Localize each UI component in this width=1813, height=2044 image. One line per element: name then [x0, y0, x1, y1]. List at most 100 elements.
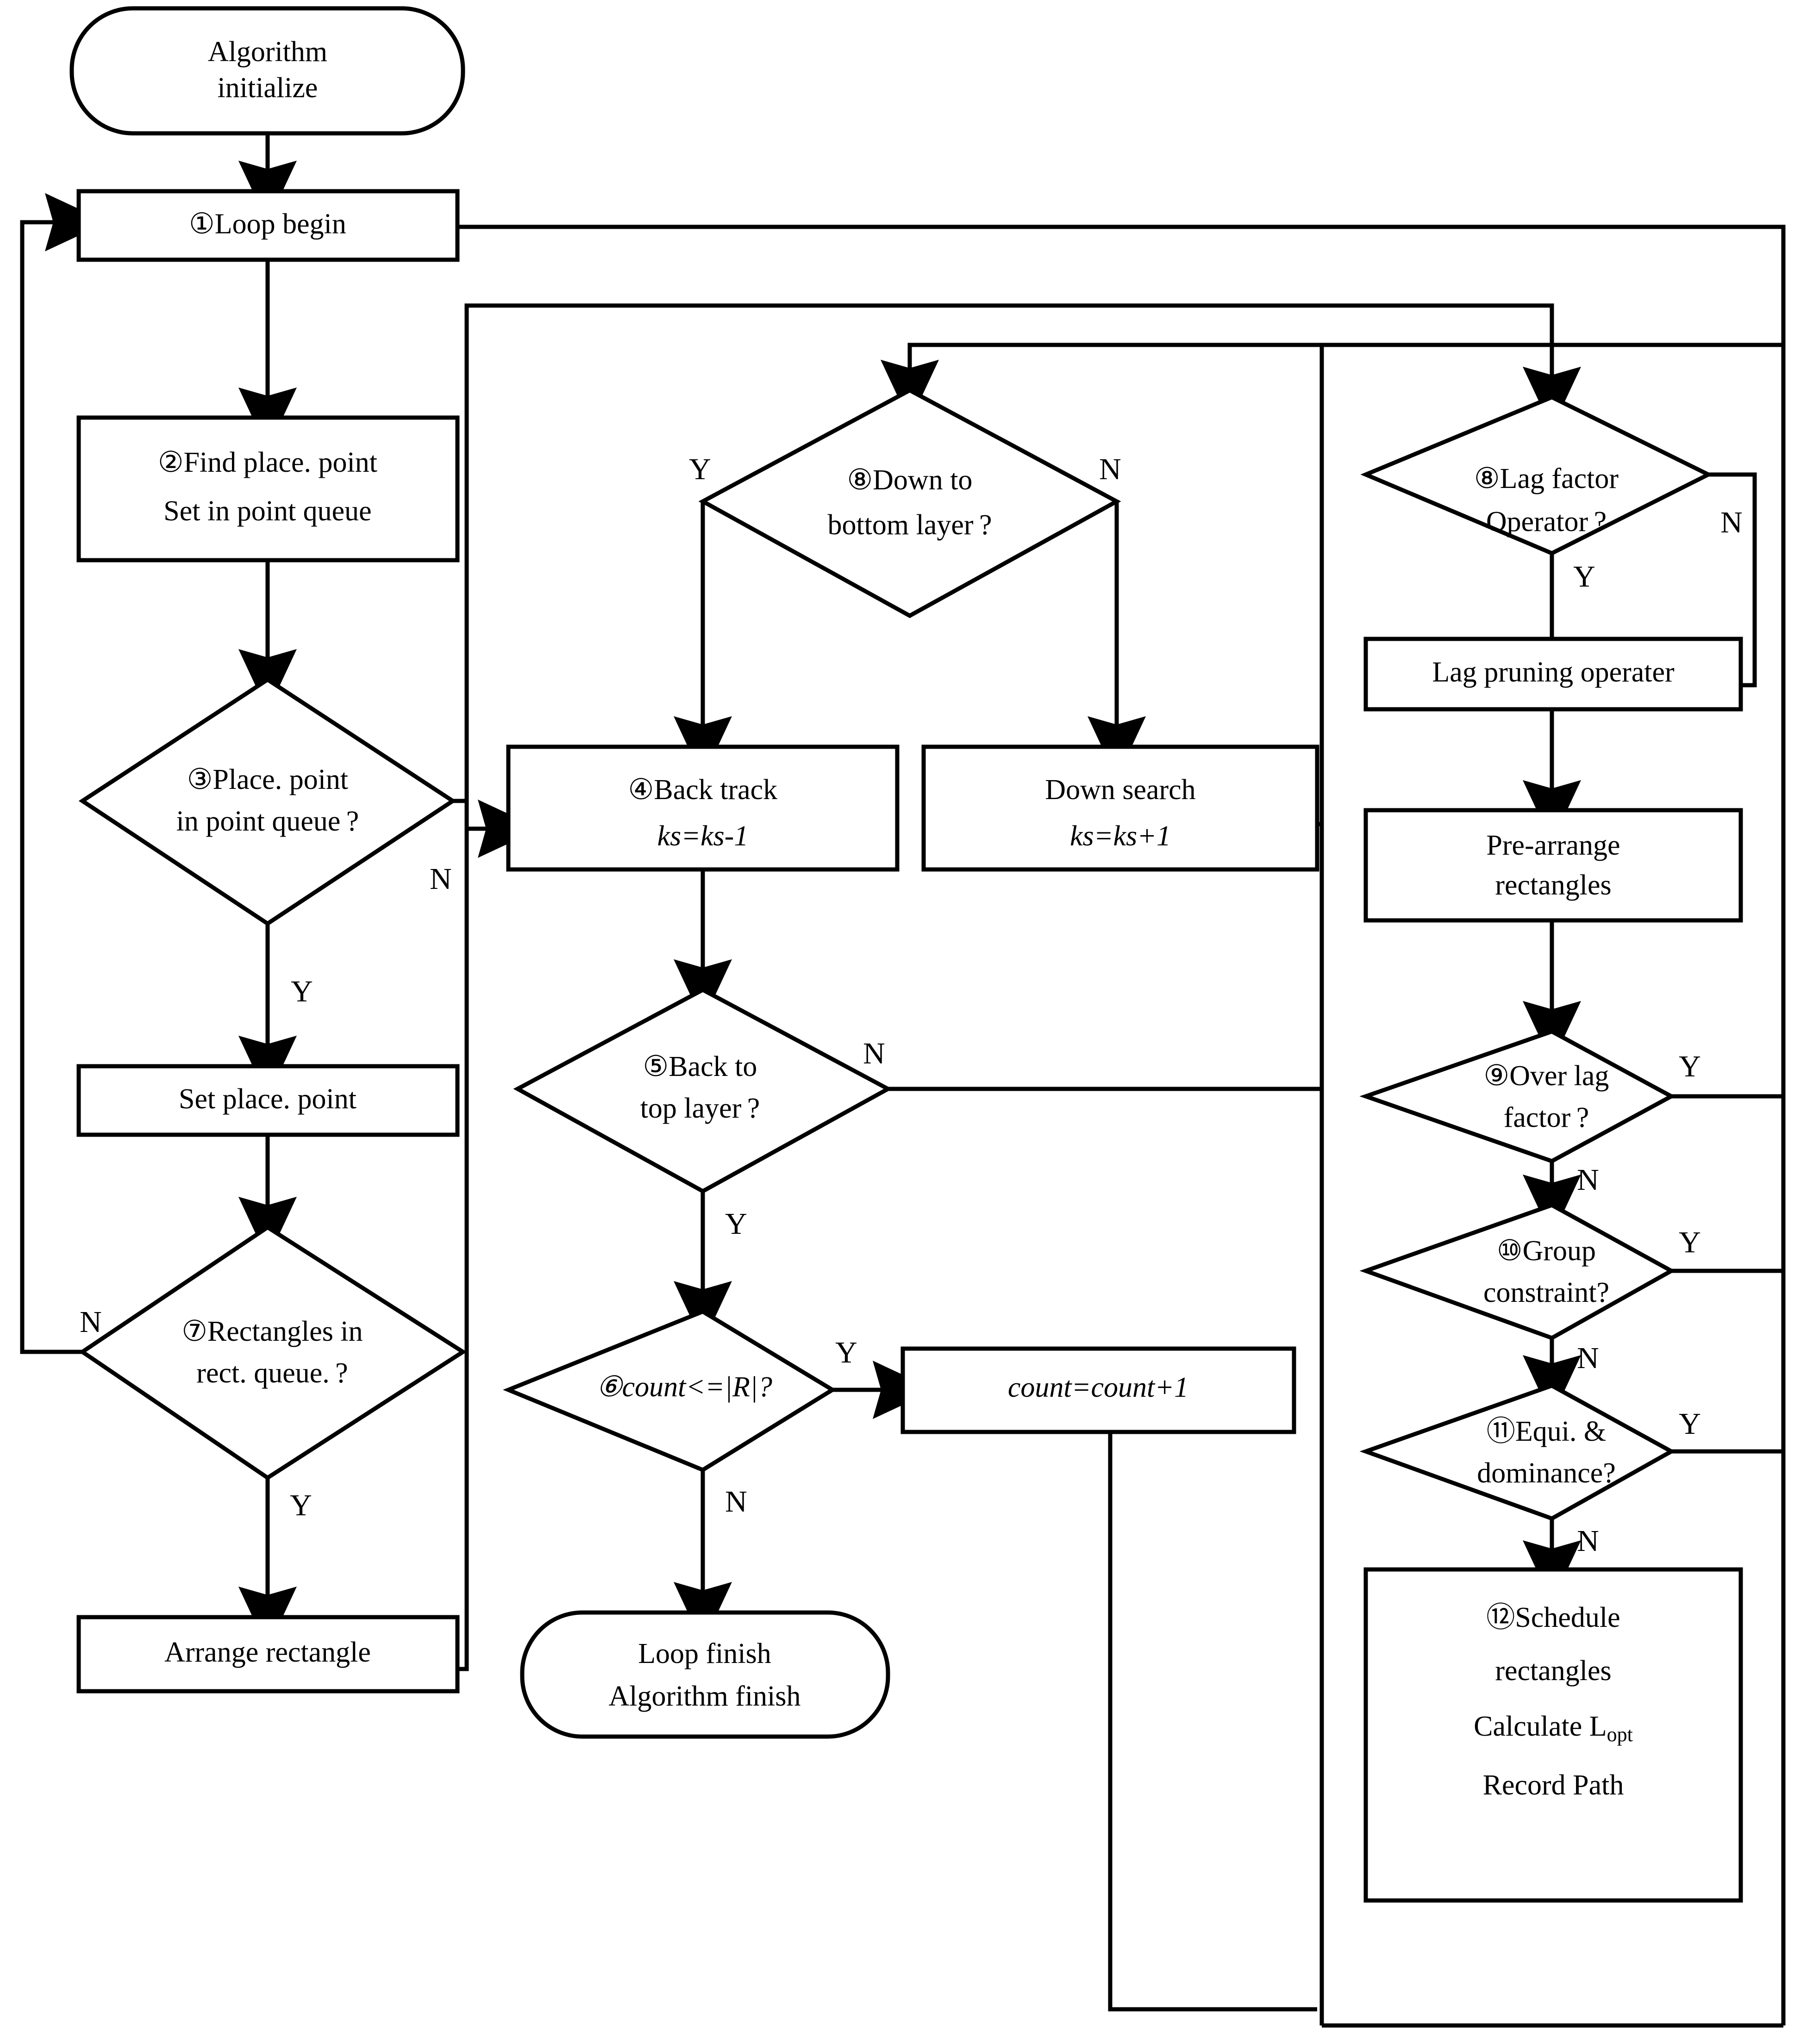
node-label-line-0: ③Place. point: [187, 764, 348, 795]
node-label-line-1: ks=ks+1: [1070, 820, 1171, 852]
edge-label-yes: Y: [689, 452, 711, 486]
node-label-line-1: rectangles: [1495, 1655, 1611, 1687]
node-label-line-0: Algorithm: [208, 36, 327, 68]
edge-countinc-to-bottombus: [1108, 1431, 1317, 2012]
edge-label-yes: Y: [835, 1336, 857, 1369]
decision-shape: [503, 1309, 837, 1473]
node-count-compare: ⑥count<=|R|? Y N: [503, 1309, 857, 1519]
node-down-search: Down search ks=ks+1: [921, 744, 1319, 872]
decision-shape: [698, 388, 1121, 619]
process-shape: [76, 1064, 460, 1137]
decision-shape: [78, 677, 457, 926]
node-label-line-0: ⑥count<=|R|?: [596, 1371, 772, 1403]
node-label-line-1: bottom layer ?: [827, 509, 992, 541]
process-shape: [1363, 637, 1743, 712]
process-shape: [76, 1615, 460, 1694]
node-label-line-0: ⑤Back to: [643, 1051, 757, 1082]
process-shape: [76, 189, 460, 262]
decision-shape: [513, 987, 893, 1194]
node-lag-factor-operator: ⑧Lag factor Operator ? N Y: [1360, 395, 1743, 594]
process-shape: [921, 744, 1319, 872]
node-label-line-0: ⑧Lag factor: [1474, 463, 1619, 494]
node-label-line-1: factor ?: [1504, 1102, 1589, 1133]
node-label-line-1: in point queue ?: [176, 806, 359, 837]
edge-pointinq-no-to-backtrack: [453, 799, 540, 858]
node-label-line-0: Arrange rectangle: [164, 1637, 371, 1668]
decision-shape: [1359, 1203, 1676, 1340]
node-schedule-rectangles: ⑫Schedule rectangles Calculate Lopt Reco…: [1363, 1567, 1743, 1903]
node-count-increment: count=count+1: [900, 1346, 1296, 1434]
edge-loopbegin-to-downbottom: [457, 225, 1786, 422]
node-label-line-0: ⑦Rectangles in: [181, 1316, 363, 1347]
edge-label-yes: Y: [291, 975, 313, 1008]
node-label-line-0: ⑪Equi. &: [1487, 1416, 1606, 1447]
node-label-line-0: ⑨Over lag: [1484, 1060, 1609, 1092]
process-shape: [1363, 808, 1743, 923]
node-label-line-1: top layer ?: [640, 1093, 760, 1124]
node-label-line-0: ⑫Schedule: [1486, 1602, 1620, 1633]
edge-label-no: N: [1577, 1524, 1599, 1558]
node-label-line-1: Algorithm finish: [608, 1681, 800, 1712]
terminator-shape: [69, 6, 465, 136]
node-label-line-1: rectangles: [1495, 869, 1611, 901]
edge-label-no: N: [1577, 1341, 1599, 1375]
node-lag-pruning-operater: Lag pruning operater: [1363, 637, 1743, 712]
node-group-constraint: ⑩Group constraint? Y N: [1359, 1203, 1701, 1375]
edge-rectinq-no-to-loopbegin: [20, 193, 107, 1354]
node-find-place-point: ②Find place. point Set in point queue: [76, 415, 460, 563]
decision-shape: [1359, 1383, 1676, 1521]
node-label-line-0: ⑩Group: [1497, 1235, 1596, 1267]
edge-label-yes: Y: [1573, 560, 1595, 594]
node-place-point-in-queue: ③Place. point in point queue ? N Y: [78, 677, 457, 1008]
node-label-line-1: Operator ?: [1486, 506, 1607, 538]
node-pre-arrange-rectangles: Pre-arrange rectangles: [1363, 808, 1743, 923]
node-set-place-point: Set place. point: [76, 1064, 460, 1137]
node-algorithm-initialize: Algorithm initialize: [69, 6, 465, 136]
node-label-line-0: Loop finish: [638, 1638, 771, 1669]
edge-label-no: N: [1099, 452, 1121, 486]
process-shape: [76, 415, 460, 563]
node-label-line-0: Pre-arrange: [1486, 830, 1620, 861]
node-label-line-0: ①Loop begin: [189, 208, 346, 240]
node-label-line-0: Down search: [1045, 774, 1195, 806]
edge-label-yes: Y: [1679, 1407, 1701, 1441]
node-arrange-rectangle: Arrange rectangle: [76, 1615, 460, 1694]
decision-shape: [1360, 395, 1713, 556]
node-label-line-2: Calculate Lopt: [1474, 1711, 1633, 1746]
edge-label-no: N: [863, 1037, 885, 1070]
edge-label-yes: Y: [725, 1207, 747, 1241]
decision-shape: [78, 1225, 467, 1481]
edge-label-yes: Y: [1679, 1225, 1701, 1259]
edge-label-no: N: [1720, 506, 1743, 539]
node-label-line-3: Record Path: [1483, 1769, 1624, 1801]
node-back-track: ④Back track ks=ks-1: [506, 744, 900, 872]
node-loop-begin: ①Loop begin: [76, 189, 460, 262]
decision-shape: [1359, 1029, 1676, 1163]
node-label-line-1: ks=ks-1: [657, 820, 749, 852]
node-label-line-0: ④Back track: [628, 774, 777, 806]
node-rectangles-in-rect-queue: ⑦Rectangles in rect. queue. ? N Y: [78, 1225, 467, 1522]
terminator-shape: [520, 1610, 890, 1739]
edge-label-no: N: [430, 862, 452, 896]
node-label-line-1: constraint?: [1483, 1277, 1609, 1308]
node-loop-finish: Loop finish Algorithm finish: [520, 1610, 890, 1739]
node-over-lag-factor: ⑨Over lag factor ? Y N: [1359, 1029, 1701, 1197]
node-label-line-1: initialize: [218, 72, 318, 104]
edge-label-no: N: [1577, 1163, 1599, 1197]
edge-label-no: N: [725, 1485, 747, 1519]
edge-label-no: N: [80, 1305, 102, 1339]
node-label-line-1: rect. queue. ?: [196, 1357, 348, 1389]
edge-arrange-to-lagfactor: [453, 303, 1581, 1671]
node-label-line-0: ⑧Down to: [847, 464, 973, 496]
node-label-line-1: Set in point queue: [163, 495, 371, 527]
edge-label-yes: Y: [290, 1488, 312, 1522]
node-label-line-0: ②Find place. point: [158, 447, 377, 478]
node-label-line-1: dominance?: [1477, 1457, 1616, 1489]
node-label-line-0: Lag pruning operater: [1432, 656, 1675, 688]
schedule-calc-label: Calculate L: [1474, 1711, 1607, 1742]
connectors: [20, 133, 1786, 2028]
process-shape: [1363, 1567, 1743, 1903]
schedule-calc-subscript: opt: [1607, 1723, 1633, 1746]
edge-label-yes: Y: [1679, 1050, 1701, 1083]
